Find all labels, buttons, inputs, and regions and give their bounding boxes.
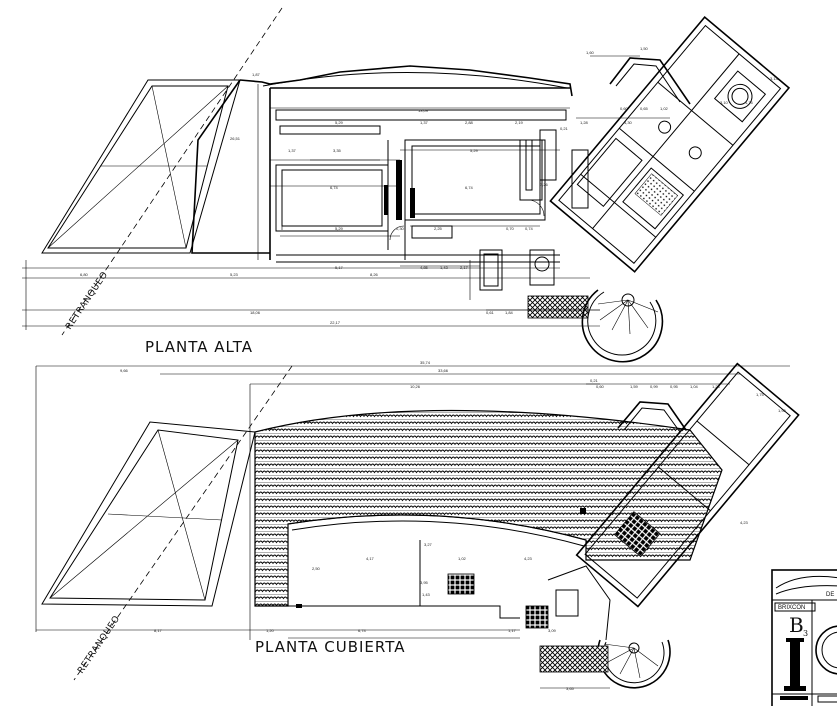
setback-line-bottom <box>73 365 293 681</box>
svg-text:4,85: 4,85 <box>420 265 429 270</box>
monogram-subscript: 3 <box>803 629 808 638</box>
svg-text:2,17: 2,17 <box>460 265 469 270</box>
svg-text:18,06: 18,06 <box>250 310 261 315</box>
svg-text:1,75: 1,75 <box>745 100 754 105</box>
svg-text:3,10: 3,10 <box>720 100 729 105</box>
svg-text:1,84: 1,84 <box>505 310 514 315</box>
svg-text:2,50: 2,50 <box>312 566 321 571</box>
svg-text:5,23: 5,23 <box>230 272 239 277</box>
svg-text:2,19: 2,19 <box>515 120 524 125</box>
svg-text:2,25: 2,25 <box>434 226 443 231</box>
svg-text:0,74: 0,74 <box>525 226 534 231</box>
svg-text:0,30: 0,30 <box>396 226 405 231</box>
svg-text:5,29: 5,29 <box>470 148 479 153</box>
upper-floor-title: PLANTA ALTA <box>145 338 253 356</box>
svg-text:35,74: 35,74 <box>420 360 431 365</box>
hatched-block-top <box>527 295 589 319</box>
svg-text:3,09: 3,09 <box>548 628 557 633</box>
svg-text:1,37: 1,37 <box>288 148 297 153</box>
svg-text:4,23: 4,23 <box>740 520 749 525</box>
rotated-wing-bottom <box>575 362 800 608</box>
svg-text:3,65: 3,65 <box>566 686 575 691</box>
svg-text:1,50: 1,50 <box>640 46 649 51</box>
dimension-text-bottom: 35,74 33,66 0,21 10,26 0,60 1,59 0,99 0,… <box>120 360 787 691</box>
svg-text:6,74: 6,74 <box>465 185 474 190</box>
svg-text:6,74: 6,74 <box>358 628 367 633</box>
courtyard <box>288 508 586 629</box>
dimension-lines-top <box>22 55 670 330</box>
svg-text:1,04: 1,04 <box>690 384 699 389</box>
upper-floor-plan: 1,87 13,09 5,29 1,37 2,88 2,19 6,74 6,74… <box>22 7 791 363</box>
svg-text:26,51: 26,51 <box>230 136 241 141</box>
svg-text:3,26: 3,26 <box>540 182 549 187</box>
svg-text:3,95: 3,95 <box>420 580 429 585</box>
svg-text:0,95: 0,95 <box>670 384 679 389</box>
svg-text:1,87: 1,87 <box>252 72 261 77</box>
setback-label-top: RETRANQUEO <box>64 270 110 332</box>
svg-text:1,43: 1,43 <box>422 592 431 597</box>
svg-text:0,70: 0,70 <box>506 226 515 231</box>
svg-text:0,60: 0,60 <box>596 384 605 389</box>
svg-text:13,09: 13,09 <box>418 108 429 113</box>
svg-text:0,65: 0,65 <box>640 106 649 111</box>
svg-text:1,20: 1,20 <box>266 628 275 633</box>
company-logo-text: BRIXCON <box>778 605 805 611</box>
svg-text:1,60: 1,60 <box>586 50 595 55</box>
svg-text:3,13: 3,13 <box>770 76 779 81</box>
svg-text:1,17: 1,17 <box>508 628 517 633</box>
left-terrace <box>41 79 241 254</box>
svg-text:0,61: 0,61 <box>486 310 495 315</box>
hatched-block-bottom <box>539 645 609 673</box>
svg-text:3,27: 3,27 <box>424 542 433 547</box>
svg-text:1,43: 1,43 <box>440 265 449 270</box>
svg-text:1,37: 1,37 <box>420 120 429 125</box>
svg-text:8,26: 8,26 <box>370 272 379 277</box>
svg-text:4,17: 4,17 <box>366 556 375 561</box>
svg-text:1,02: 1,02 <box>660 106 669 111</box>
svg-text:2,88: 2,88 <box>465 120 474 125</box>
setback-line-top <box>61 7 283 336</box>
svg-text:3,35: 3,35 <box>333 148 342 153</box>
svg-text:5,29: 5,29 <box>335 120 344 125</box>
svg-text:1,90: 1,90 <box>778 408 787 413</box>
svg-text:22,17: 22,17 <box>330 320 341 325</box>
roof-plan: 35,74 33,66 0,21 10,26 0,60 1,59 0,99 0,… <box>35 360 800 691</box>
monogram-letter: B <box>789 613 804 637</box>
svg-text:0,60: 0,60 <box>620 106 629 111</box>
svg-text:4,23: 4,23 <box>524 556 533 561</box>
svg-text:8,17: 8,17 <box>154 628 163 633</box>
left-terrace-bottom <box>41 421 256 607</box>
svg-text:1,28: 1,28 <box>712 384 721 389</box>
svg-text:6,80: 6,80 <box>80 272 89 277</box>
tiled-roof <box>254 409 723 607</box>
svg-text:0,21: 0,21 <box>590 378 599 383</box>
svg-text:6,74: 6,74 <box>330 185 339 190</box>
svg-text:1,02: 1,02 <box>458 556 467 561</box>
main-body-top <box>191 65 589 291</box>
svg-text:4,30: 4,30 <box>624 120 633 125</box>
svg-text:5,17: 5,17 <box>335 265 344 270</box>
svg-text:33,66: 33,66 <box>438 368 449 373</box>
rotated-wing-top <box>549 16 791 273</box>
svg-text:1,59: 1,59 <box>630 384 639 389</box>
bay-window-top <box>609 57 691 105</box>
svg-text:9,66: 9,66 <box>120 368 129 373</box>
setback-label-bottom: RETRANQUEO <box>76 614 122 676</box>
svg-text:5,29: 5,29 <box>335 226 344 231</box>
title-block-header: DE <box>826 592 834 598</box>
svg-text:1,75: 1,75 <box>756 392 765 397</box>
title-block: DE BRIXCON B 3 <box>771 569 837 706</box>
bay-window-bottom <box>617 401 687 433</box>
roof-plan-title: PLANTA CUBIERTA <box>255 638 406 656</box>
svg-text:0,21: 0,21 <box>560 126 569 131</box>
column-logo-icon <box>784 638 806 691</box>
svg-text:1,28: 1,28 <box>580 120 589 125</box>
svg-text:0,99: 0,99 <box>650 384 659 389</box>
svg-text:10,26: 10,26 <box>410 384 421 389</box>
dimension-text-top: 1,87 13,09 5,29 1,37 2,88 2,19 6,74 6,74… <box>80 46 779 325</box>
